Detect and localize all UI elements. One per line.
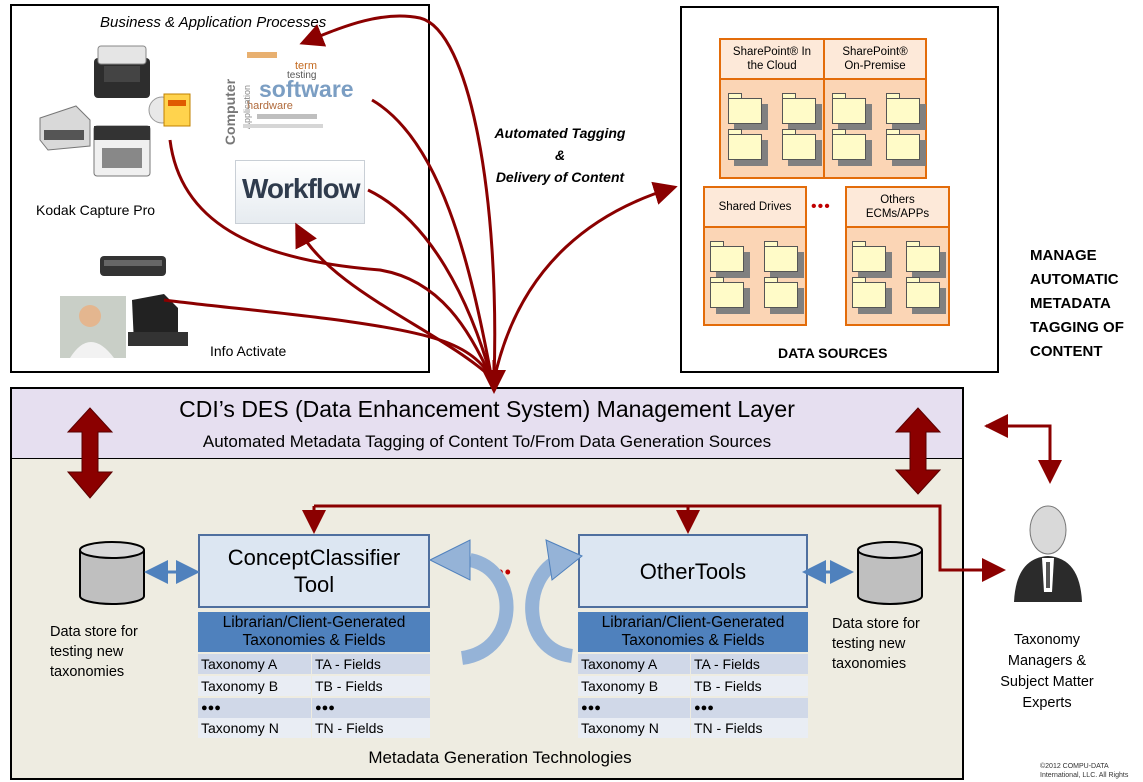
- folder-icon: [832, 129, 872, 166]
- folder-icon: [764, 277, 804, 314]
- folder-icon: [728, 129, 768, 166]
- wordcloud-word-testing: testing: [287, 70, 317, 81]
- data-sources-ellipsis: •••: [811, 198, 831, 215]
- tile-other-ecms-label: Others ECMs/APPs: [845, 186, 950, 228]
- folder-icon: [764, 241, 804, 278]
- table-row: ●●●: [691, 698, 808, 718]
- desktop-scanner-icon: [34, 100, 94, 154]
- person-photo: [60, 296, 126, 358]
- folder-icon: [852, 241, 892, 278]
- wordcloud-word-application: Application: [242, 84, 253, 130]
- folder-icon: [852, 277, 892, 314]
- tile-sharepoint-cloud-label: SharePoint® In the Cloud: [719, 38, 825, 80]
- portable-scanner-icon: [98, 250, 170, 280]
- tools-ellipsis: •••: [490, 562, 512, 582]
- scanner-icon: [90, 40, 154, 102]
- data-store-icon: [76, 540, 148, 606]
- folder-icon: [906, 277, 946, 314]
- workflow-logo: Workflow: [235, 160, 365, 224]
- wordcloud-word-hardware: hardware: [247, 100, 293, 112]
- arrow-layer-to-experts: [986, 424, 1062, 484]
- table-row: Taxonomy N: [578, 718, 690, 738]
- metadata-technologies-caption: Metadata Generation Technologies: [368, 748, 632, 767]
- table-row: Taxonomy N: [198, 718, 311, 738]
- other-tools: OtherTools: [578, 534, 808, 608]
- table-row: Taxonomy B: [578, 676, 690, 696]
- table-row: ●●●: [198, 698, 311, 718]
- taxonomy-table-header-left: Librarian/Client-Generated Taxonomies & …: [198, 612, 430, 652]
- table-row: Taxonomy B: [198, 676, 311, 696]
- folder-icon: [782, 129, 822, 166]
- table-row: ●●●: [312, 698, 430, 718]
- automated-tagging-annotation: Automated Tagging & Delivery of Content: [494, 125, 626, 185]
- management-layer-subtitle: Automated Metadata Tagging of Content To…: [202, 432, 772, 451]
- subject-matter-expert-icon: [1008, 496, 1088, 602]
- management-layer-title: CDI’s DES (Data Enhancement System) Mana…: [179, 396, 795, 422]
- folder-icon: [886, 129, 926, 166]
- data-store-label-right: Data store for testing new taxonomies: [832, 616, 920, 672]
- taxonomy-managers-label: Taxonomy Managers & Subject Matter Exper…: [1000, 632, 1094, 711]
- table-row: Taxonomy A: [578, 654, 690, 674]
- folder-icon: [832, 93, 872, 130]
- table-row: TN - Fields: [691, 718, 808, 738]
- kodak-capture-pro-label: Kodak Capture Pro: [36, 202, 156, 218]
- concept-classifier-tool: ConceptClassifier Tool: [198, 534, 430, 608]
- business-processes-title: Business & Application Processes: [100, 14, 327, 31]
- folder-icon: [886, 93, 926, 130]
- wordcloud-word-computer: Computer: [222, 78, 239, 146]
- table-row: TB - Fields: [312, 676, 430, 696]
- tile-shared-drives-label: Shared Drives: [703, 186, 807, 228]
- data-sources-caption: DATA SOURCES: [778, 345, 888, 361]
- folder-icon: [710, 277, 750, 314]
- software-box-icon: [148, 88, 192, 130]
- management-layer-band: [10, 387, 964, 459]
- table-row: TB - Fields: [691, 676, 808, 696]
- tile-sharepoint-onprem-label: SharePoint® On-Premise: [823, 38, 927, 80]
- table-row: ●●●: [578, 698, 690, 718]
- software-wordcloud: software Computer hardware term testing …: [217, 44, 382, 150]
- folder-icon: [728, 93, 768, 130]
- manage-tagging-heading: MANAGE AUTOMATIC METADATA TAGGING OF CON…: [1030, 247, 1124, 360]
- folder-icon: [906, 241, 946, 278]
- table-row: TN - Fields: [312, 718, 430, 738]
- table-row: Taxonomy A: [198, 654, 311, 674]
- production-scanner-icon: [88, 118, 156, 180]
- arrow-to-data-sources: [492, 181, 678, 381]
- folder-icon: [710, 241, 750, 278]
- data-store-icon: [854, 540, 926, 606]
- data-store-label-left: Data store for testing new taxonomies: [50, 624, 138, 680]
- table-row: TA - Fields: [691, 654, 808, 674]
- info-activate-label: Info Activate: [210, 343, 287, 359]
- metadata-technologies-panel: [10, 459, 964, 780]
- copyright-notice: ©2012 COMPU-DATA International, LLC. All…: [1040, 763, 1129, 779]
- taxonomy-table-header-right: Librarian/Client-Generated Taxonomies & …: [578, 612, 808, 652]
- folder-icon: [782, 93, 822, 130]
- sheetfed-scanner-icon: [124, 290, 192, 352]
- table-row: TA - Fields: [312, 654, 430, 674]
